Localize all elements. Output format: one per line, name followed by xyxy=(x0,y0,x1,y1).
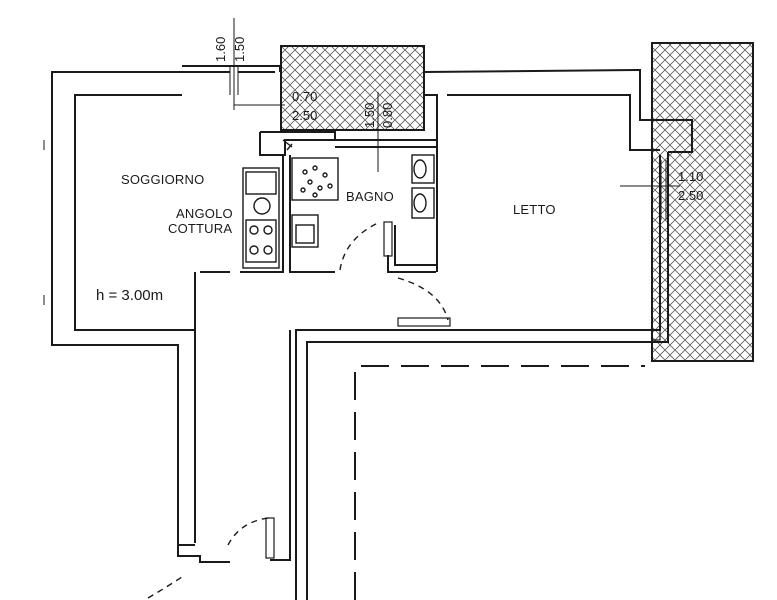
kitchen-fixtures xyxy=(242,167,280,269)
interior-walls xyxy=(194,131,436,330)
dim-bath-window-a: 1.50 xyxy=(362,103,377,128)
room-label-bedroom: LETTO xyxy=(513,202,556,217)
dim-living-window-a: 1.60 xyxy=(213,37,228,62)
bath-fixtures xyxy=(282,139,435,248)
door-swings xyxy=(147,221,449,599)
dim-balcony-window-a: 0.70 xyxy=(292,89,317,104)
outer-walls xyxy=(51,65,693,600)
ceiling-height-label: h = 3.00m xyxy=(96,287,163,304)
projection-lines xyxy=(354,365,645,600)
room-label-kitchen-line1: ANGOLO xyxy=(176,206,233,221)
door-frames xyxy=(265,221,661,559)
dim-bedroom-window-a: 1.10 xyxy=(678,169,703,184)
dim-balcony-window-b: 2.50 xyxy=(292,108,317,123)
room-label-bath: BAGNO xyxy=(346,189,394,204)
dim-bath-window-b: 0.80 xyxy=(380,103,395,128)
room-label-kitchen-line2: COTTURA xyxy=(168,221,232,236)
dim-living-window-b: 1.50 xyxy=(232,37,247,62)
windows xyxy=(43,66,667,305)
dim-bedroom-window-b: 2.50 xyxy=(678,188,703,203)
dimension-guides xyxy=(233,18,680,187)
balcony-small xyxy=(280,45,425,131)
room-label-living: SOGGIORNO xyxy=(121,172,204,187)
